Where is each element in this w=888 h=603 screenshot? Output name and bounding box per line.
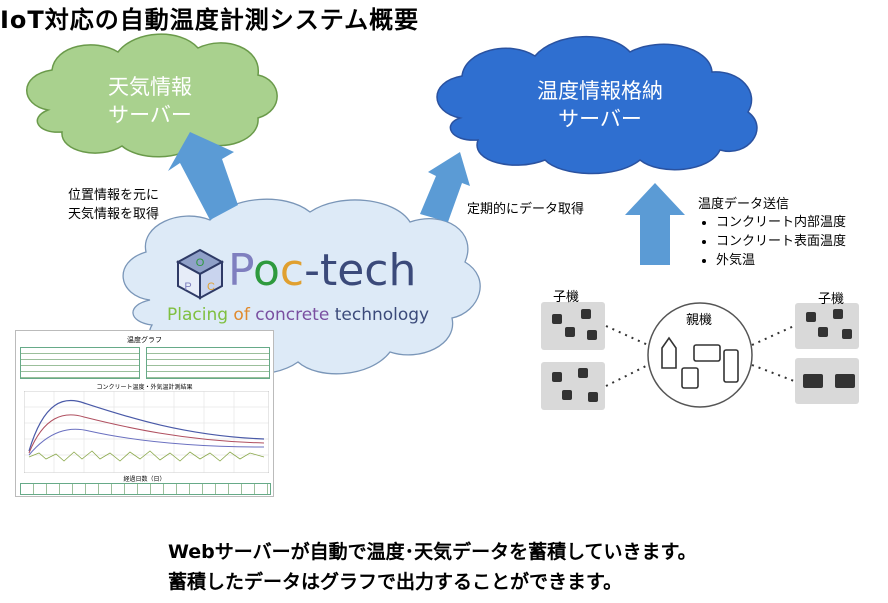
temperature-server-cloud — [436, 35, 758, 175]
svg-text:C: C — [207, 281, 215, 293]
arrow-to-temperature-server — [420, 152, 470, 222]
weather-fetch-line2: 天気情報を取得 — [68, 207, 160, 222]
weather-server-label: 天気情報 サーバー — [70, 73, 230, 129]
poc-tagline-part-0: Placing — [167, 305, 229, 325]
graph-info-table-right — [146, 347, 270, 379]
poc-tech-name: Poc-tech — [228, 244, 416, 298]
child-unit-group-left-top — [541, 302, 605, 350]
poc-name-part-1: o — [252, 245, 280, 296]
graph-plot-area — [24, 391, 269, 473]
weather-server-line1: 天気情報 — [108, 75, 192, 99]
parent-unit-circle — [647, 302, 753, 408]
poc-name-part-0: P — [228, 245, 253, 296]
graph-chart-title: コンクリート温度・外気温計測結果 — [96, 384, 193, 391]
page-title: IoT対応の自動温度計測システム概要 — [0, 6, 420, 34]
send-item: コンクリート表面温度 — [716, 232, 846, 251]
weather-server-line2: サーバー — [108, 103, 192, 127]
temperature-server-line2: サーバー — [558, 107, 642, 131]
poc-tagline-part-3: technology — [329, 305, 430, 325]
graph-xlabel: 経過日数（日） — [123, 476, 166, 483]
child-unit-label-right: 子機 — [818, 292, 845, 307]
weather-fetch-note: 位置情報を元に 天気情報を取得 — [68, 186, 159, 224]
svg-text:O: O — [196, 257, 205, 269]
footer-description: Webサーバーが自動で温度･天気データを蓄積していきます。 蓄積したデータはグラ… — [168, 537, 697, 597]
poc-tech-tagline: Placing of concrete technology — [167, 305, 429, 325]
child-unit-label-left: 子機 — [553, 290, 580, 305]
child-unit-group-left-bottom — [541, 362, 605, 410]
child-unit-group-right-bottom — [795, 358, 859, 404]
temperature-graph-thumbnail: 温度グラフ コンクリート温度・外気温計測結果 経過日数（日） — [15, 330, 274, 497]
arrow-to-weather-server — [168, 132, 238, 220]
arrow-upload — [625, 183, 685, 265]
send-item: コンクリート内部温度 — [716, 213, 846, 232]
graph-data-table — [20, 483, 271, 495]
svg-text:P: P — [184, 281, 191, 293]
connection-lines — [605, 325, 795, 387]
send-item: 外気温 — [716, 251, 846, 270]
poc-tagline-part-1: of — [228, 305, 256, 325]
weather-fetch-line1: 位置情報を元に — [68, 188, 160, 203]
graph-info-table-left — [20, 347, 140, 379]
footer-line2: 蓄積したデータはグラフで出力することができます。 — [168, 571, 623, 593]
poc-name-part-3: -tech — [304, 245, 417, 296]
parent-unit-label: 親機 — [686, 313, 713, 328]
child-unit-group-right-top — [795, 303, 859, 349]
periodic-fetch-note: 定期的にデータ取得 — [467, 202, 585, 217]
weather-server-cloud — [26, 33, 278, 158]
poc-name-part-2: c — [279, 245, 305, 296]
send-title: 温度データ送信 — [698, 197, 790, 212]
temperature-server-line1: 温度情報格納 — [537, 79, 663, 103]
poc-tech-logo-icon: O P C — [175, 248, 225, 300]
send-items-list: コンクリート内部温度コンクリート表面温度外気温 — [696, 213, 846, 270]
poc-tagline-part-2: concrete — [255, 305, 330, 325]
footer-line1: Webサーバーが自動で温度･天気データを蓄積していきます。 — [168, 541, 697, 563]
temperature-server-label: 温度情報格納 サーバー — [500, 77, 700, 133]
graph-heading: 温度グラフ — [127, 336, 162, 344]
